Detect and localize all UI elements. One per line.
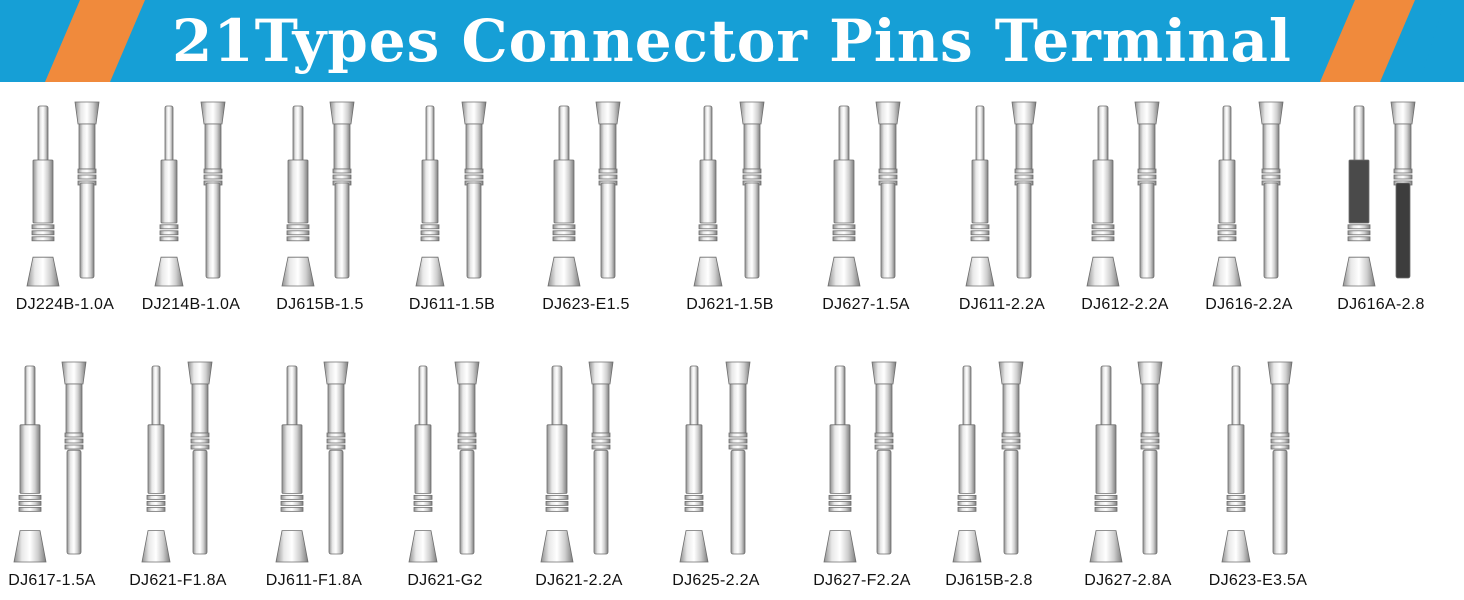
terminal-pin-image bbox=[26, 101, 100, 287]
terminal-pin-image bbox=[952, 361, 1024, 563]
terminal-model-label: DJ621-G2 bbox=[407, 572, 483, 589]
terminal-pin-image bbox=[827, 101, 901, 287]
terminal-pair: DJ224B-1.0A bbox=[5, 98, 125, 314]
terminal-pair: DJ611-F1.8A bbox=[254, 358, 374, 590]
terminal-pin-image bbox=[154, 101, 226, 287]
terminal-model-label: DJ625-2.2A bbox=[672, 572, 760, 589]
terminal-model-label: DJ623-E3.5A bbox=[1208, 572, 1308, 589]
terminal-pin-image bbox=[1221, 361, 1293, 563]
terminal-model-label: DJ214B-1.0A bbox=[141, 296, 241, 313]
terminal-model-label: DJ616A-2.8 bbox=[1337, 296, 1425, 313]
terminal-model-label: DJ611-F1.8A bbox=[265, 572, 363, 589]
terminal-pin-image bbox=[141, 361, 213, 563]
left-orange-stripe bbox=[45, 0, 145, 82]
terminal-model-label: DJ615B-2.8 bbox=[945, 572, 1033, 589]
terminal-model-label: DJ611-1.5B bbox=[408, 296, 496, 313]
terminal-pair: DJ615B-2.8 bbox=[929, 358, 1049, 590]
terminal-model-label: DJ623-E1.5 bbox=[542, 296, 630, 313]
terminal-model-label: DJ627-2.8A bbox=[1084, 572, 1172, 589]
terminal-pair: DJ621-2.2A bbox=[519, 358, 639, 590]
terminal-pair: DJ621-1.5B bbox=[670, 98, 790, 314]
terminal-model-label: DJ611-2.2A bbox=[958, 296, 1046, 313]
terminal-model-label: DJ616-2.2A bbox=[1205, 296, 1293, 313]
terminal-pair: DJ627-F2.2A bbox=[802, 358, 922, 590]
terminal-pin-image bbox=[1212, 101, 1284, 287]
terminal-pin-image bbox=[1086, 101, 1160, 287]
terminal-model-label: DJ621-F1.8A bbox=[129, 572, 227, 589]
terminal-pair: DJ612-2.2A bbox=[1065, 98, 1185, 314]
terminal-pin-image bbox=[275, 361, 349, 563]
terminal-pin-image bbox=[408, 361, 480, 563]
terminal-pin-image bbox=[13, 361, 87, 563]
terminal-pin-image bbox=[823, 361, 897, 563]
terminal-pin-image bbox=[693, 101, 765, 287]
terminal-pair: DJ623-E1.5 bbox=[526, 98, 646, 314]
banner-background bbox=[0, 0, 1464, 82]
terminal-pair: DJ611-1.5B bbox=[392, 98, 512, 314]
terminal-pair: DJ621-F1.8A bbox=[118, 358, 238, 590]
terminal-pair: DJ617-1.5A bbox=[0, 358, 112, 590]
terminal-pin-image bbox=[965, 101, 1037, 287]
terminal-pin-image bbox=[1342, 101, 1416, 287]
terminal-pair: DJ627-2.8A bbox=[1068, 358, 1188, 590]
terminal-model-label: DJ627-1.5A bbox=[822, 296, 910, 313]
terminal-model-label: DJ621-2.2A bbox=[535, 572, 623, 589]
terminal-pin-image bbox=[540, 361, 614, 563]
terminal-pair: DJ615B-1.5 bbox=[260, 98, 380, 314]
terminal-pair: DJ214B-1.0A bbox=[131, 98, 251, 314]
terminal-model-label: DJ621-1.5B bbox=[686, 296, 774, 313]
terminal-row-1: DJ224B-1.0A DJ214B-1.0A DJ615B-1.5 DJ611-1.… bbox=[0, 98, 1464, 330]
terminal-model-label: DJ627-F2.2A bbox=[813, 572, 911, 589]
terminal-pair: DJ616-2.2A bbox=[1189, 98, 1309, 314]
terminal-pair: DJ627-1.5A bbox=[806, 98, 926, 314]
terminal-pair: DJ616A-2.8 bbox=[1321, 98, 1441, 314]
title-banner: 21Types Connector Pins Terminal bbox=[0, 0, 1464, 92]
terminal-pin-image bbox=[1089, 361, 1163, 563]
terminal-pair: DJ611-2.2A bbox=[942, 98, 1062, 314]
terminal-pair: DJ623-E3.5A bbox=[1198, 358, 1318, 590]
terminal-pair: DJ625-2.2A bbox=[656, 358, 776, 590]
terminal-row-2: DJ617-1.5A DJ621-F1.8A DJ611-F1.8A DJ621-G2… bbox=[0, 358, 1464, 600]
right-orange-stripe bbox=[1320, 0, 1415, 82]
terminal-model-label: DJ615B-1.5 bbox=[276, 296, 364, 313]
terminal-pin-image bbox=[281, 101, 355, 287]
page-title: 21Types Connector Pins Terminal bbox=[172, 7, 1292, 75]
terminal-pin-image bbox=[415, 101, 487, 287]
terminal-model-label: DJ224B-1.0A bbox=[15, 296, 115, 313]
terminal-model-label: DJ617-1.5A bbox=[8, 572, 96, 589]
terminal-model-label: DJ612-2.2A bbox=[1081, 296, 1169, 313]
terminal-pin-image bbox=[679, 361, 751, 563]
terminal-pair: DJ621-G2 bbox=[385, 358, 505, 590]
terminal-pin-image bbox=[547, 101, 621, 287]
